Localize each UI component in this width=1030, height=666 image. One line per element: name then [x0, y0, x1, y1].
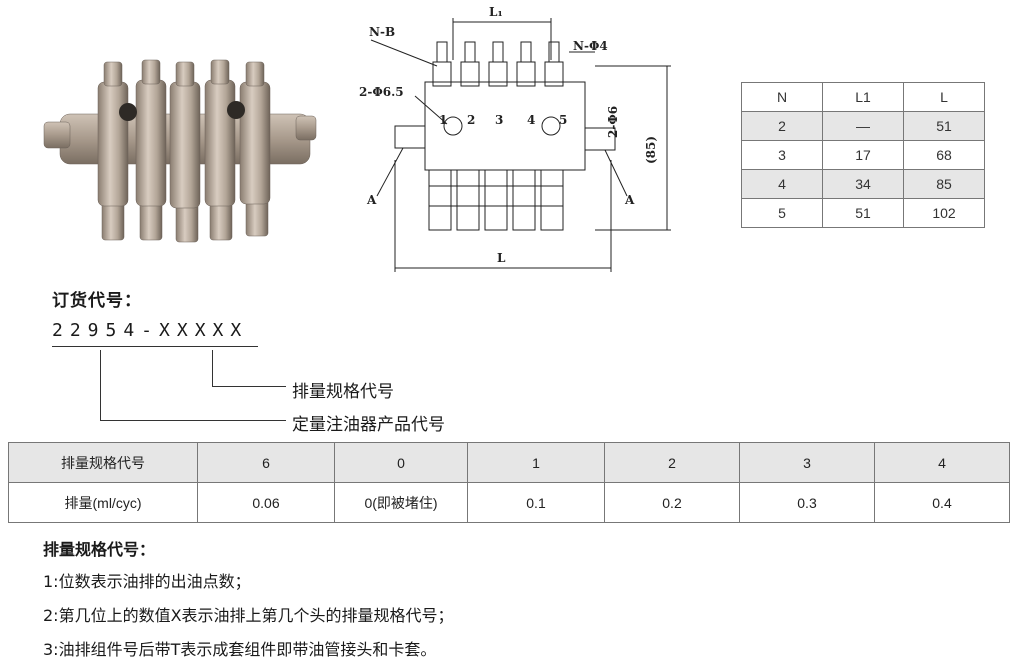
table-cell: 0.06 — [197, 482, 335, 523]
note-item: 3:油排组件号后带T表示成套组件即带油管接头和卡套。 — [43, 640, 437, 659]
technical-drawing: N-B L₁ N-Φ4 2-Φ6.5 2-Φ6 (85) A A L 1 2 3… — [355, 0, 685, 278]
table-row: 排量(ml/cyc) 0.06 0(即被堵住) 0.1 0.2 0.3 0.4 — [8, 482, 1010, 523]
table-header-cell: 排量规格代号 — [8, 442, 198, 483]
label-nphi4: N-Φ4 — [573, 39, 608, 53]
label-l: L — [497, 251, 506, 265]
table-cell: 17 — [822, 140, 904, 170]
table-cell: 0(即被堵住) — [334, 482, 468, 523]
product-photo — [40, 52, 322, 252]
table-row: 3 17 68 — [741, 140, 985, 170]
outlet-number: 4 — [527, 113, 535, 127]
table-cell: 0.1 — [467, 482, 605, 523]
table-cell: 0.4 — [874, 482, 1010, 523]
table-cell: 0.2 — [604, 482, 740, 523]
label-85: (85) — [644, 136, 658, 164]
spec-table: 排量规格代号 6 0 1 2 3 4 排量(ml/cyc) 0.06 0(即被堵… — [8, 442, 1010, 523]
table-cell: 5 — [741, 198, 823, 228]
table-header-cell: 4 — [874, 442, 1010, 483]
table-cell: 2 — [741, 111, 823, 141]
table-cell: 102 — [903, 198, 985, 228]
outlet-number: 5 — [559, 113, 567, 127]
table-row: 2 — 51 — [741, 111, 985, 141]
table-cell: L — [903, 82, 985, 112]
legend-spec-code: 排量规格代号 — [292, 382, 394, 402]
legend-product-code: 定量注油器产品代号 — [292, 415, 445, 435]
label-2phi65: 2-Φ6.5 — [359, 85, 404, 99]
label-a-left: A — [366, 193, 377, 207]
notes-title: 排量规格代号： — [43, 540, 156, 559]
table-cell: 4 — [741, 169, 823, 199]
table-row: 5 51 102 — [741, 198, 985, 228]
code-underline — [52, 346, 258, 347]
table-cell: L1 — [822, 82, 904, 112]
outlet-number: 1 — [439, 113, 447, 127]
note-item: 1:位数表示油排的出油点数； — [43, 572, 251, 591]
table-cell: N — [741, 82, 823, 112]
label-a-right: A — [624, 193, 635, 207]
table-header-cell: 3 — [739, 442, 875, 483]
note-item: 2:第几位上的数值X表示油排上第几个头的排量规格代号； — [43, 606, 454, 625]
table-header-cell: 6 — [197, 442, 335, 483]
order-code: 22954-XXXXX — [52, 320, 249, 341]
bracket-product-h — [100, 420, 286, 421]
bracket-spec-h — [212, 386, 286, 387]
table-cell: 85 — [903, 169, 985, 199]
outlet-number: 2 — [467, 113, 475, 127]
table-row: 4 34 85 — [741, 169, 985, 199]
table-cell: — — [822, 111, 904, 141]
bracket-product-v — [100, 350, 101, 421]
table-header-cell: 1 — [467, 442, 605, 483]
table-row: N L1 L — [741, 82, 985, 112]
dimensions-table: N L1 L 2 — 51 3 17 68 4 34 85 5 51 102 — [741, 82, 985, 228]
table-cell: 3 — [741, 140, 823, 170]
table-cell: 51 — [822, 198, 904, 228]
table-cell: 0.3 — [739, 482, 875, 523]
table-cell: 排量(ml/cyc) — [8, 482, 198, 523]
table-header-cell: 0 — [334, 442, 468, 483]
label-l1: L₁ — [489, 5, 503, 19]
table-header-cell: 2 — [604, 442, 740, 483]
table-cell: 51 — [903, 111, 985, 141]
table-row: 排量规格代号 6 0 1 2 3 4 — [8, 442, 1010, 483]
outlet-number: 3 — [495, 113, 503, 127]
label-nb: N-B — [369, 25, 395, 39]
table-cell: 68 — [903, 140, 985, 170]
bracket-spec-v — [212, 350, 213, 387]
label-2phi6: 2-Φ6 — [606, 106, 620, 138]
order-code-title: 订货代号： — [52, 291, 142, 311]
table-cell: 34 — [822, 169, 904, 199]
